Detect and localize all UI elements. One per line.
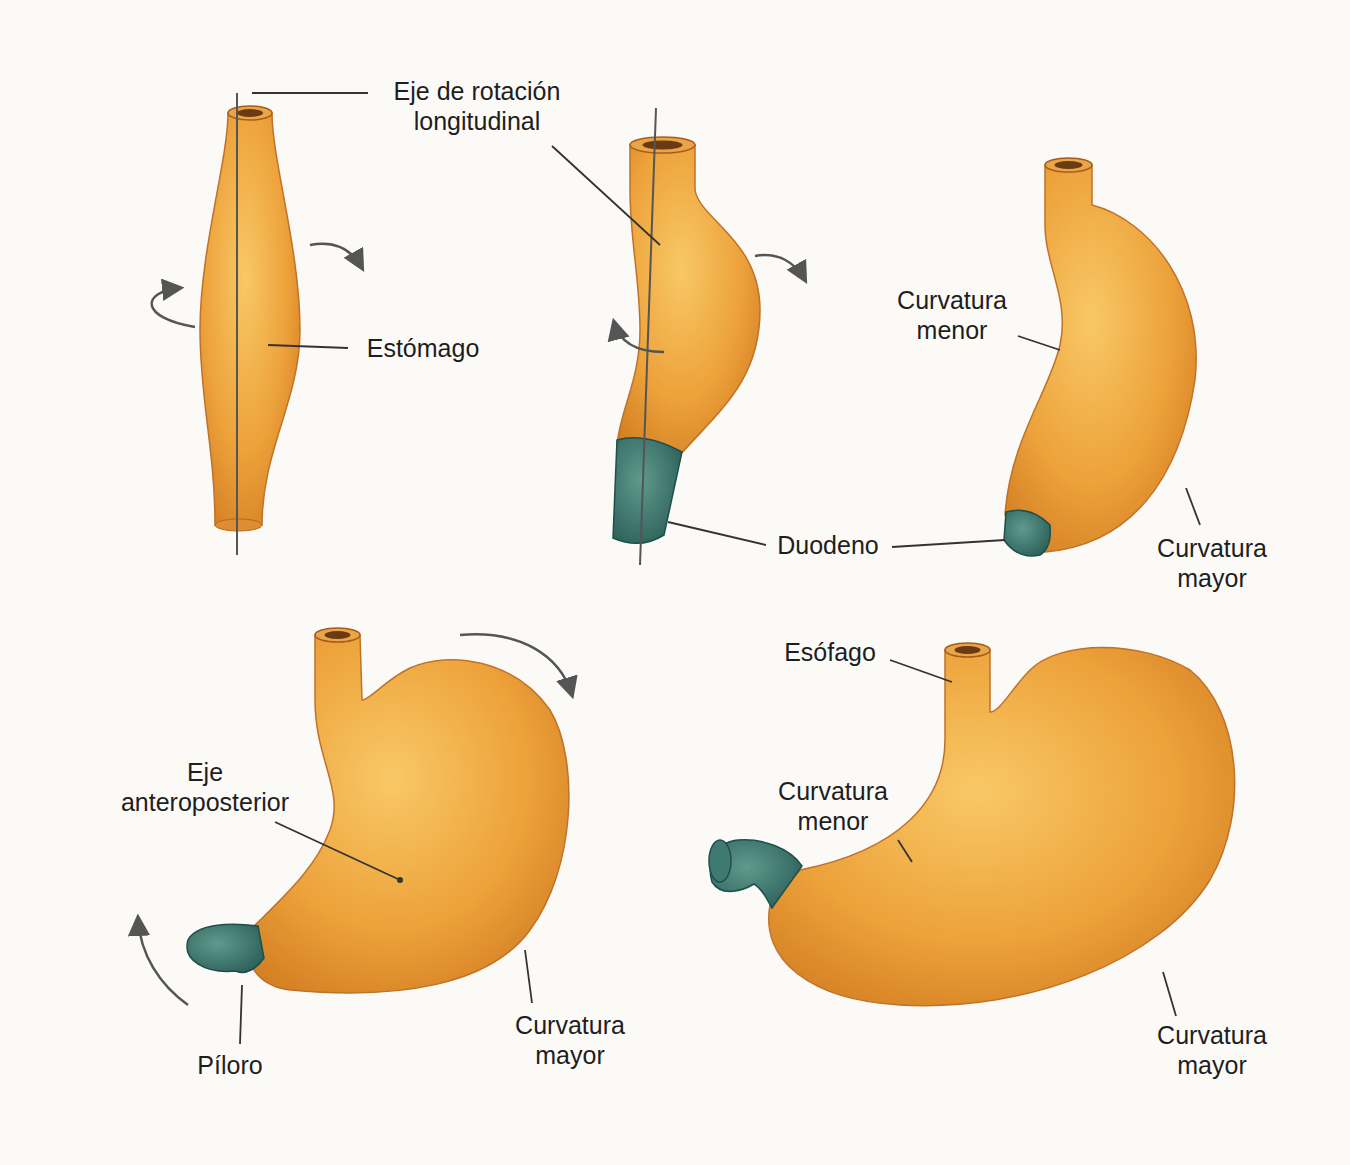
leader-line — [898, 840, 912, 862]
part-label: Estómago — [353, 333, 493, 363]
leader-line — [240, 985, 242, 1044]
rotation-axis — [236, 93, 238, 555]
part-label: Curvatura menor — [758, 776, 908, 836]
leader-line — [668, 522, 766, 545]
leader-line — [1018, 336, 1060, 350]
leader-line — [275, 822, 400, 880]
leader-lines — [240, 93, 1200, 1044]
part-label: Duodeno — [763, 530, 893, 560]
rotation-arrow — [460, 634, 572, 695]
part-label: Curvatura mayor — [495, 1010, 645, 1070]
part-label: Curvatura mayor — [1137, 1020, 1287, 1080]
part-label: Eje de rotación longitudinal — [370, 76, 585, 136]
part-label: Píloro — [170, 1050, 290, 1080]
part-label: Esófago — [770, 637, 890, 667]
leader-line — [890, 660, 952, 682]
rotation-arrow — [755, 255, 805, 280]
leader-line — [525, 950, 532, 1003]
leader-line — [268, 345, 348, 348]
part-label: Eje anteroposterior — [105, 757, 305, 817]
leader-line — [552, 146, 660, 245]
rotation-arrow — [152, 288, 195, 327]
rotation-arrow — [138, 918, 188, 1005]
leader-line — [1186, 488, 1200, 525]
leader-line — [252, 92, 368, 94]
rotation-axis — [640, 108, 656, 565]
stomach-curved — [1004, 158, 1196, 556]
part-label: Curvatura mayor — [1137, 533, 1287, 593]
rotation-arrow — [310, 244, 362, 268]
stomach-tube — [200, 106, 300, 531]
stomach-rotating — [613, 137, 760, 543]
leader-line — [1163, 972, 1176, 1016]
stomach-final — [709, 643, 1235, 1006]
leader-line — [892, 540, 1005, 547]
part-label: Curvatura menor — [877, 285, 1027, 345]
rotation-arrow — [614, 322, 664, 352]
